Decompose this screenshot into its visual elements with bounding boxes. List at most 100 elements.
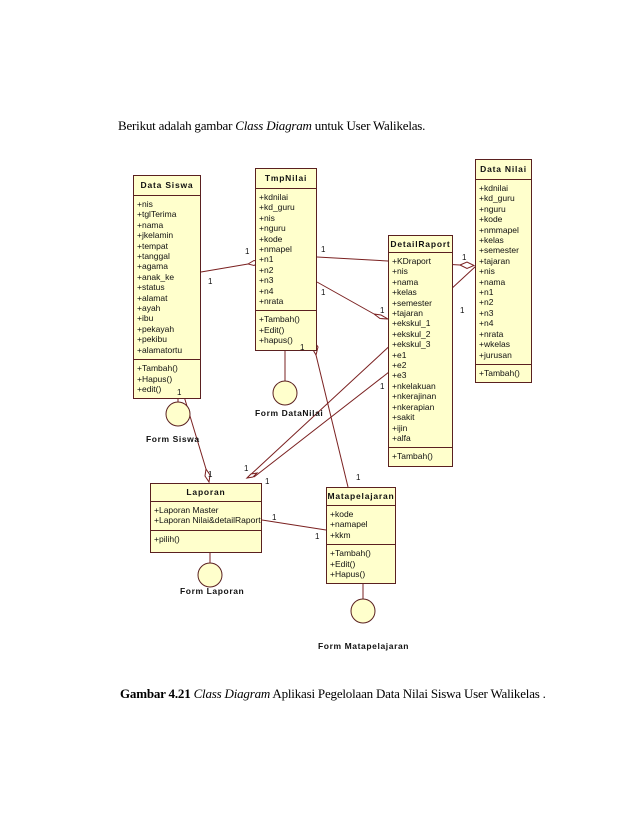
attribute-item: +nkerajinan: [392, 391, 437, 402]
attribute-item: +KDraport: [392, 256, 431, 266]
attribute-item: +pekibu: [137, 334, 168, 345]
class-name: Data Nilai: [476, 160, 531, 180]
attribute-item: +nmmapel: [479, 224, 519, 235]
operations-section: +Tambah()+Hapus()+edit(): [134, 360, 200, 398]
attribute-item: +nrata: [259, 296, 284, 307]
multiplicity-label: 1: [462, 253, 467, 262]
attribute-item: +tempat: [137, 240, 168, 251]
operation-item: +Hapus(): [330, 569, 366, 580]
attribute-item: +agama: [137, 261, 168, 272]
assoc-tmpnilai-detailraport: [316, 281, 375, 315]
intro-paragraph: Berikut adalah gambar Class Diagram untu…: [118, 118, 425, 134]
attribute-item: +kelas: [479, 235, 504, 246]
attribute-item: +n3: [479, 307, 494, 318]
attribute-item: +sakit: [392, 412, 415, 423]
operations-section: +Tambah(): [476, 365, 531, 382]
attribute-item: +namapel: [330, 519, 368, 530]
operation-item: +edit(): [137, 383, 162, 394]
attribute-item: +n2: [479, 297, 494, 308]
attribute-item: +nguru: [259, 223, 286, 234]
intro-text-before: Berikut adalah gambar: [118, 118, 236, 133]
attribute-item: +ekskul_3: [392, 339, 431, 350]
attribute-item: +tglTerima: [137, 209, 177, 220]
attributes-section: +Laporan Master+Laporan Nilai&detailRapo…: [151, 502, 261, 531]
operation-item: +pilih(): [154, 533, 180, 544]
attribute-item: +kode: [479, 214, 503, 225]
operations-section: +Tambah(): [389, 448, 452, 465]
class-data-siswa: Data Siswa +nis+tglTerima+nama+jkelamin+…: [133, 175, 201, 400]
attribute-item: +status: [137, 282, 165, 293]
class-name: DetailRaport: [389, 236, 452, 253]
form-matapelajaran-boundary: [350, 598, 376, 624]
attribute-item: +e2: [392, 360, 407, 371]
attribute-item: +alamatortu: [137, 344, 183, 355]
attribute-item: +Laporan Master: [154, 505, 219, 515]
operation-item: +Tambah(): [137, 363, 178, 374]
operation-item: +Hapus(): [137, 373, 173, 384]
form-siswa-boundary: [165, 401, 191, 427]
attribute-item: +tanggal: [137, 251, 170, 262]
operations-section: +Tambah()+Edit()+hapus(): [256, 311, 316, 349]
intro-text-after: untuk User Walikelas.: [311, 118, 426, 133]
attribute-item: +ibu: [137, 313, 154, 324]
class-name: Laporan: [151, 484, 261, 502]
attribute-item: +kdnilai: [479, 183, 509, 193]
attribute-item: +kd_guru: [479, 193, 515, 204]
attribute-item: +alfa: [392, 432, 411, 443]
class-name: Matapelajaran: [327, 488, 395, 506]
assoc-tmpnilai-matapelajaran: [315, 354, 349, 488]
attribute-item: +ayah: [137, 303, 161, 314]
attributes-section: +kode+namapel+kkm: [327, 506, 395, 546]
class-matapelajaran: Matapelajaran +kode+namapel+kkm +Tambah(…: [326, 487, 396, 585]
class-name: Data Siswa: [134, 176, 200, 196]
attribute-item: +e1: [392, 349, 407, 360]
attribute-item: +n2: [259, 264, 274, 275]
attributes-section: +nis+tglTerima+nama+jkelamin+tempat+tang…: [134, 196, 200, 361]
assoc-laporan-matapelajaran: [261, 519, 327, 531]
attribute-item: +semester: [392, 297, 432, 308]
operation-item: +hapus(): [259, 335, 293, 346]
operation-item: +Edit(): [259, 324, 285, 335]
attribute-item: +ekskul_2: [392, 328, 431, 339]
attribute-item: +nis: [392, 266, 408, 277]
attribute-item: +kode: [259, 233, 283, 244]
attribute-item: +nis: [259, 212, 275, 223]
aggregation-diamond-laporan-siswa: [204, 467, 211, 484]
attribute-item: +n1: [479, 287, 494, 298]
operation-item: +Edit(): [330, 558, 356, 569]
operations-section: +pilih(): [151, 531, 261, 552]
aggregation-diamond-laporan: [245, 472, 259, 479]
multiplicity-label: 1: [245, 247, 250, 256]
attribute-item: +pekayah: [137, 323, 175, 334]
attribute-item: +nama: [137, 219, 164, 230]
multiplicity-label: 1: [265, 477, 270, 486]
multiplicity-label: 1: [177, 388, 182, 397]
caption-number: Gambar 4.21: [120, 686, 191, 701]
attribute-item: +kode: [330, 509, 354, 519]
attribute-item: +kd_guru: [259, 202, 295, 213]
multiplicity-label: 1: [380, 306, 385, 315]
attribute-item: +n4: [479, 318, 494, 329]
attribute-item: +kdnilai: [259, 192, 289, 202]
multiplicity-label: 1: [300, 343, 305, 352]
attribute-item: +nkerapian: [392, 401, 435, 412]
attribute-item: +semester: [479, 245, 519, 256]
multiplicity-label: 1: [356, 473, 361, 482]
attribute-item: +kkm: [330, 529, 351, 540]
attribute-item: +nama: [479, 276, 506, 287]
caption-italic: Class Diagram: [193, 686, 271, 701]
multiplicity-label: 1: [272, 513, 277, 522]
attribute-item: +n3: [259, 275, 274, 286]
attributes-section: +kdnilai+kd_guru+nguru+kode+nmmapel+kela…: [476, 180, 531, 365]
intro-text-italic: Class Diagram: [235, 118, 312, 133]
class-laporan: Laporan +Laporan Master+Laporan Nilai&de…: [150, 483, 262, 554]
class-name: TmpNilai: [256, 169, 316, 189]
multiplicity-label: 1: [208, 470, 213, 479]
form-siswa-label: Form Siswa: [146, 434, 200, 444]
attribute-item: +nis: [137, 199, 153, 209]
multiplicity-label: 1: [208, 277, 213, 286]
attribute-item: +wkelas: [479, 339, 510, 350]
attribute-item: +tajaran: [479, 255, 510, 266]
multiplicity-label: 1: [315, 532, 320, 541]
caption-rest: Aplikasi Pegelolaan Data Nilai Siswa Use…: [270, 686, 546, 701]
